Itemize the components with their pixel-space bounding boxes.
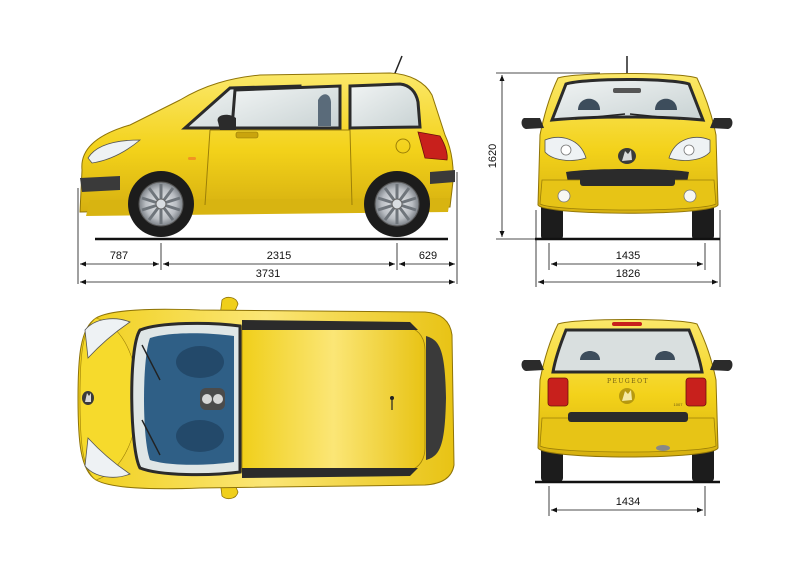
rear-wheel-icon xyxy=(364,171,430,237)
side-dimensions xyxy=(77,172,458,285)
front-view xyxy=(521,56,733,241)
wheelbase-label: 2315 xyxy=(267,250,291,262)
overall-length-label: 3731 xyxy=(256,268,280,280)
side-view xyxy=(79,55,455,241)
overall-width-label: 1826 xyxy=(616,268,640,280)
rear-brand-text: PEUGEOT xyxy=(607,378,649,385)
rear-track-label: 1434 xyxy=(616,496,640,508)
front-overhang-label: 787 xyxy=(110,250,128,262)
front-track-label: 1435 xyxy=(616,250,640,262)
peugeot-lion-icon xyxy=(618,148,636,164)
rear-model-text: 1007 xyxy=(674,402,684,407)
rear-overhang-label: 629 xyxy=(419,250,437,262)
top-lion-icon xyxy=(82,391,94,405)
front-dimensions xyxy=(496,72,721,287)
rear-dimensions xyxy=(548,486,706,516)
rear-lion-icon xyxy=(619,388,635,404)
rear-view: PEUGEOT 1007 xyxy=(521,319,733,484)
height-label: 1620 xyxy=(487,144,499,168)
top-view xyxy=(77,296,455,500)
front-wheel-icon xyxy=(128,171,194,237)
